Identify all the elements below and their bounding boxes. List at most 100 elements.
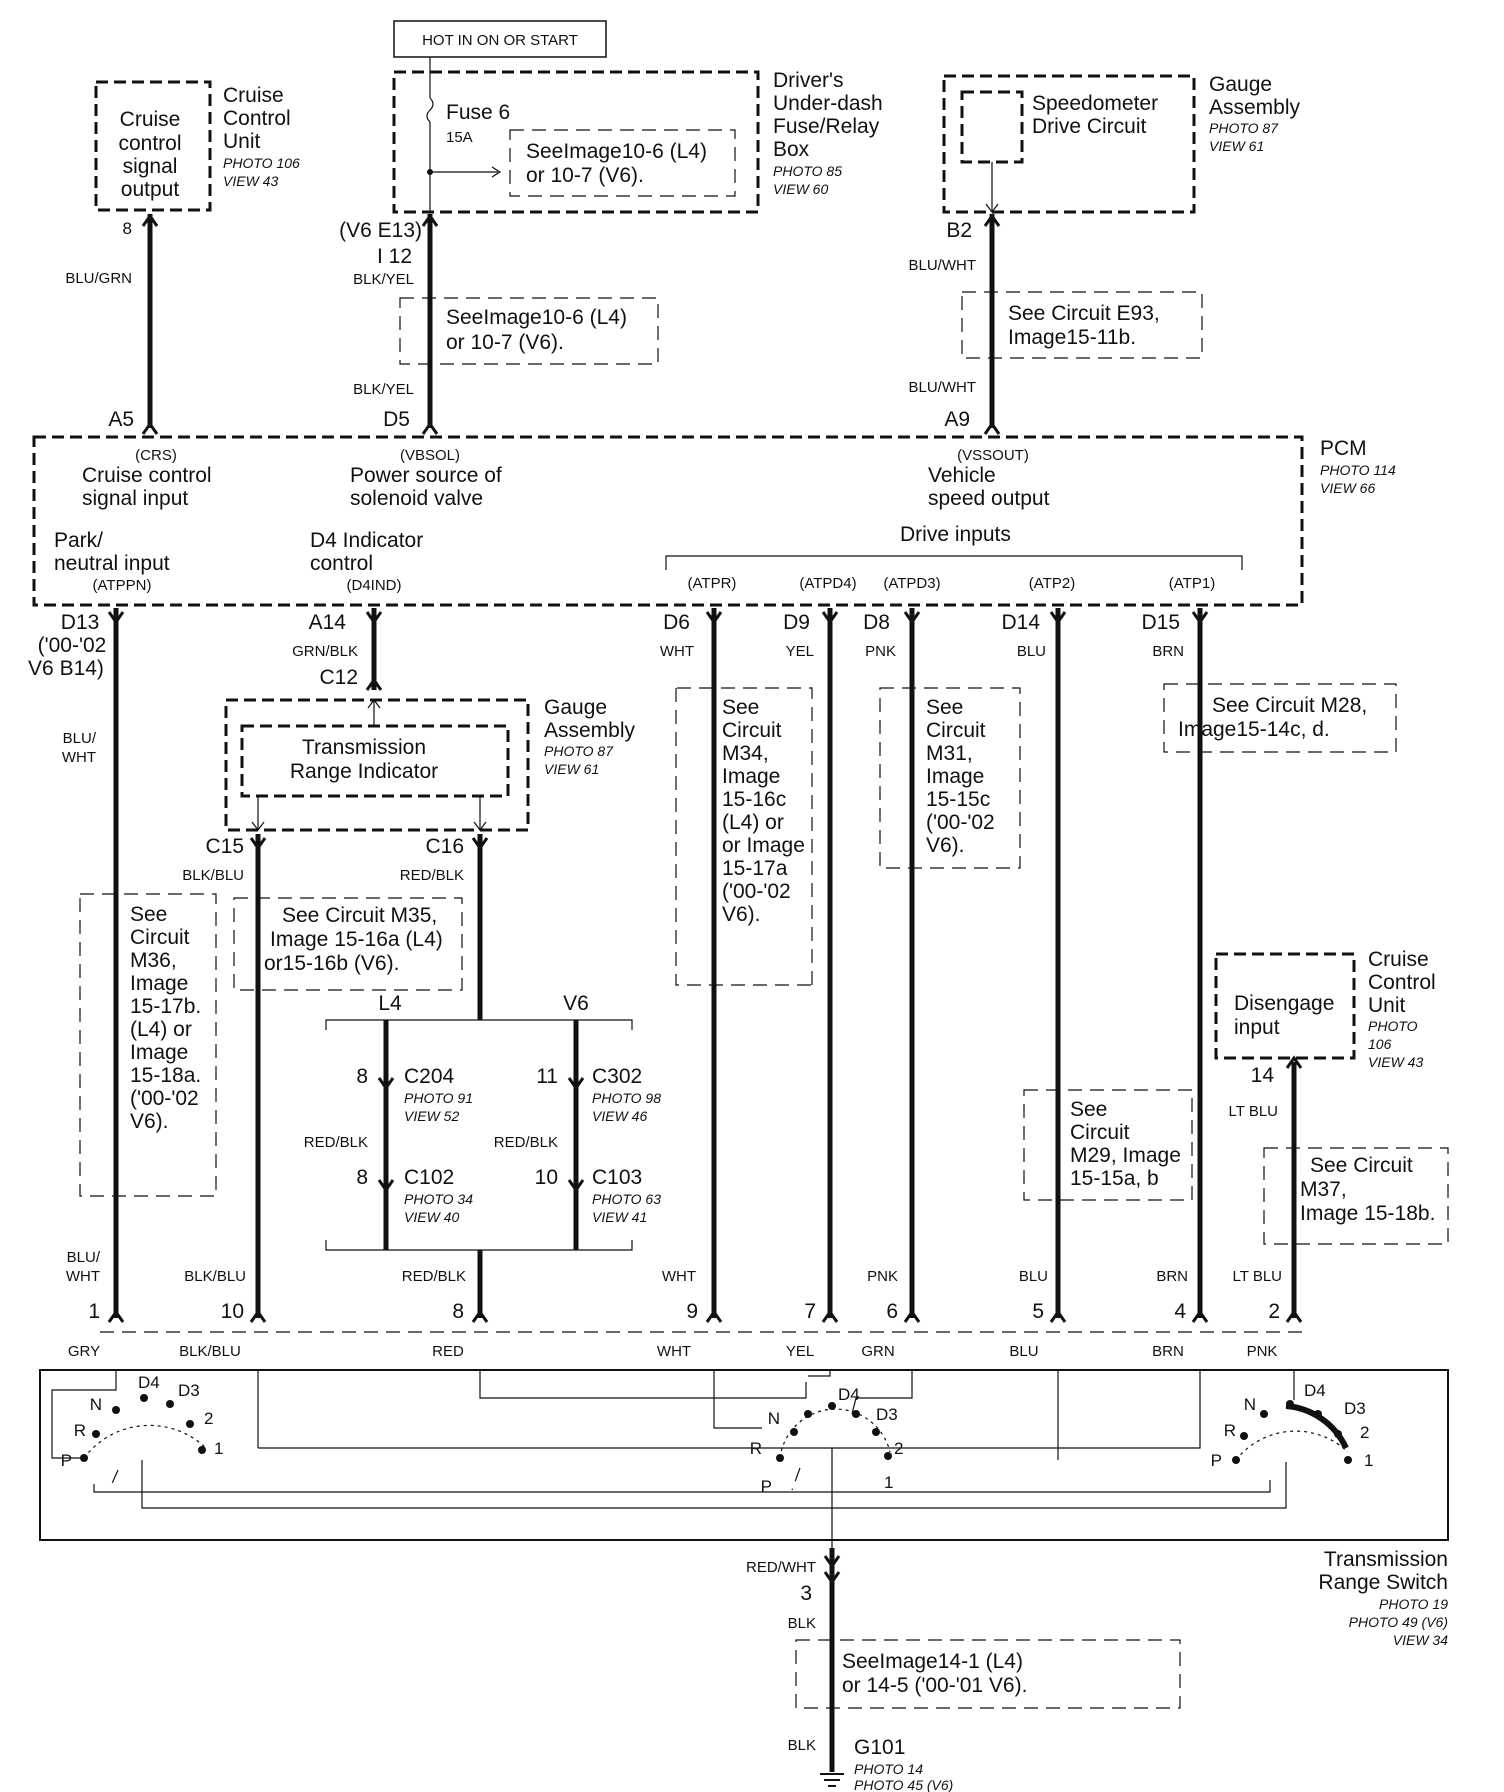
svg-text:R: R xyxy=(750,1439,762,1458)
svg-text:PCM: PCM xyxy=(1320,437,1367,460)
svg-text:See: See xyxy=(722,696,759,719)
svg-text:control: control xyxy=(118,132,181,155)
svg-text:GRN: GRN xyxy=(861,1343,894,1360)
svg-text:PHOTO 98: PHOTO 98 xyxy=(592,1090,661,1106)
svg-text:15-17a: 15-17a xyxy=(722,857,788,880)
svg-text:2: 2 xyxy=(204,1409,213,1428)
switch-wire-colors-below: GRY BLK/BLU RED WHT YEL GRN BLU BRN PNK xyxy=(68,1343,1278,1360)
svg-text:8: 8 xyxy=(356,1065,368,1088)
svg-text:Box: Box xyxy=(773,138,810,161)
under-dash-fuse-relay-box: Fuse 6 15A SeeImage10-6 (L4) or 10-7 (V6… xyxy=(339,69,883,398)
svg-text:BRN: BRN xyxy=(1152,643,1184,660)
svg-text:VIEW 43: VIEW 43 xyxy=(223,173,278,189)
note-m36: See Circuit M36, Image 15-17b. (L4) or I… xyxy=(79,893,217,1197)
svg-text:PHOTO 49 (V6): PHOTO 49 (V6) xyxy=(1349,1614,1448,1630)
gauge-assembly-mid: C12 Transmission Range Indicator Gauge A… xyxy=(182,666,635,884)
svg-text:BLU: BLU xyxy=(1009,1343,1038,1360)
svg-text:or 10-7 (V6).: or 10-7 (V6). xyxy=(526,164,644,187)
svg-text:15-15c: 15-15c xyxy=(926,788,990,811)
svg-text:PHOTO 106: PHOTO 106 xyxy=(223,155,300,171)
hot-in-on-label-box xyxy=(393,20,607,58)
svg-text:N: N xyxy=(1244,1395,1256,1414)
svg-text:PHOTO 63: PHOTO 63 xyxy=(592,1191,661,1207)
svg-text:Cruise control: Cruise control xyxy=(82,464,212,487)
svg-text:BLU/WHT: BLU/WHT xyxy=(909,257,977,274)
svg-text:YEL: YEL xyxy=(786,643,814,660)
svg-text:See Circuit M35,: See Circuit M35, xyxy=(282,904,437,927)
svg-text:D4 Indicator: D4 Indicator xyxy=(310,529,423,552)
cruise-control-unit-top: Cruise control signal output Cruise Cont… xyxy=(65,80,300,287)
svg-text:P: P xyxy=(761,1477,772,1496)
svg-text:Control: Control xyxy=(223,107,291,130)
svg-text:D5: D5 xyxy=(383,408,410,431)
note-m35: See Circuit M35, Image 15-16a (L4) or15-… xyxy=(233,897,463,991)
svg-text:VIEW 34: VIEW 34 xyxy=(1393,1632,1448,1648)
svg-text:LT BLU: LT BLU xyxy=(1233,1268,1282,1285)
svg-text:8: 8 xyxy=(356,1166,368,1189)
connector-markers xyxy=(107,213,1303,1585)
switch-pin-numbers: 1 10 8 9 7 6 5 4 2 xyxy=(88,1300,1280,1323)
svg-text:PHOTO 34: PHOTO 34 xyxy=(404,1191,473,1207)
svg-text:PHOTO 91: PHOTO 91 xyxy=(404,1090,473,1106)
svg-text:VIEW 40: VIEW 40 xyxy=(404,1209,459,1225)
svg-text:signal: signal xyxy=(123,155,178,178)
svg-text:WHT: WHT xyxy=(660,643,694,660)
svg-text:(ATP2): (ATP2) xyxy=(1029,575,1075,592)
svg-text:V6 B14): V6 B14) xyxy=(28,657,104,680)
switch-contacts-left: P R N D4 D3 2 1 xyxy=(61,1373,224,1470)
svg-text:Circuit: Circuit xyxy=(1070,1121,1130,1144)
switch-contacts-center: P R N D4 D3 2 1 xyxy=(750,1385,904,1496)
note-g101: SeeImage14-1 (L4) or 14-5 ('00-'01 V6). xyxy=(795,1639,1181,1709)
svg-text:('00-'02: ('00-'02 xyxy=(130,1087,199,1110)
svg-text:PNK: PNK xyxy=(867,1268,898,1285)
svg-text:RED/WHT: RED/WHT xyxy=(746,1559,816,1576)
svg-text:Disengage: Disengage xyxy=(1234,992,1334,1015)
svg-text:(VBSOL): (VBSOL) xyxy=(400,447,460,464)
svg-text:input: input xyxy=(1234,1016,1280,1039)
svg-text:B2: B2 xyxy=(946,219,972,242)
svg-text:BLK/BLU: BLK/BLU xyxy=(184,1268,246,1285)
svg-text:See: See xyxy=(926,696,963,719)
svg-text:A14: A14 xyxy=(309,611,347,634)
svg-text:output: output xyxy=(121,178,180,201)
svg-text:('00-'02: ('00-'02 xyxy=(38,634,107,657)
svg-text:PNK: PNK xyxy=(865,643,896,660)
svg-text:C15: C15 xyxy=(205,835,244,858)
svg-text:BLU/WHT: BLU/WHT xyxy=(909,379,977,396)
svg-text:VIEW 61: VIEW 61 xyxy=(1209,138,1264,154)
fuse-icon xyxy=(426,97,434,123)
svg-text:PHOTO 87: PHOTO 87 xyxy=(544,743,614,759)
svg-text:See: See xyxy=(130,903,167,926)
svg-text:(L4) or: (L4) or xyxy=(130,1018,192,1041)
svg-text:M36,: M36, xyxy=(130,949,177,972)
svg-text:PHOTO 14: PHOTO 14 xyxy=(854,1761,923,1777)
svg-text:See: See xyxy=(1070,1098,1107,1121)
svg-text:Assembly: Assembly xyxy=(544,719,636,742)
svg-text:D8: D8 xyxy=(863,611,890,634)
svg-text:('00-'02: ('00-'02 xyxy=(722,880,791,903)
svg-text:Image15-14c, d.: Image15-14c, d. xyxy=(1178,718,1330,741)
svg-text:(D4IND): (D4IND) xyxy=(347,577,402,594)
svg-text:PHOTO 87: PHOTO 87 xyxy=(1209,120,1279,136)
svg-text:D3: D3 xyxy=(1344,1399,1366,1418)
svg-text:Gauge: Gauge xyxy=(1209,73,1272,96)
svg-text:V6).: V6). xyxy=(926,834,965,857)
svg-text:Fuse 6: Fuse 6 xyxy=(446,101,510,124)
note-m28: See Circuit M28, Image15-14c, d. xyxy=(1163,683,1397,753)
svg-text:Cruise: Cruise xyxy=(120,108,181,131)
svg-text:Cruise: Cruise xyxy=(1368,948,1429,971)
svg-text:5: 5 xyxy=(1032,1300,1044,1323)
svg-text:Gauge: Gauge xyxy=(544,696,607,719)
svg-text:(VSSOUT): (VSSOUT) xyxy=(957,447,1029,464)
svg-text:1: 1 xyxy=(88,1300,100,1323)
svg-text:Drive inputs: Drive inputs xyxy=(900,523,1011,546)
svg-text:C103: C103 xyxy=(592,1166,642,1189)
svg-text:Image: Image xyxy=(722,765,780,788)
svg-text:RED/BLK: RED/BLK xyxy=(494,1134,558,1151)
svg-text:Range Switch: Range Switch xyxy=(1318,1571,1448,1594)
svg-text:2: 2 xyxy=(1268,1300,1280,1323)
svg-text:Transmission: Transmission xyxy=(1324,1548,1448,1571)
drive-inputs-bracket xyxy=(665,555,1243,570)
svg-text:Image: Image xyxy=(130,1041,188,1064)
svg-text:Unit: Unit xyxy=(1368,994,1406,1017)
